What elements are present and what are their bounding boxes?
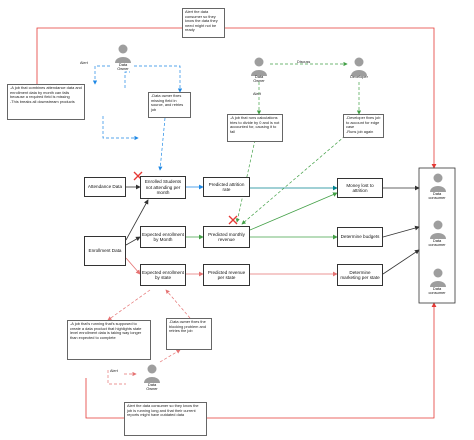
person-icon bbox=[430, 220, 446, 239]
box-predicted-monthly-revenue: Predicted monthly revenue bbox=[203, 226, 250, 248]
red-route-bottom bbox=[85, 378, 124, 419]
green-dashed-fix-to-job bbox=[241, 135, 346, 225]
label-alert-bottom: Alert bbox=[110, 369, 118, 373]
blue-dashed-loop bbox=[124, 71, 130, 88]
box-predicted-revenue-state: Predicted revenue per state bbox=[203, 264, 250, 286]
person-icon bbox=[115, 44, 131, 63]
arrow-budgets-to-consumers bbox=[382, 225, 420, 238]
consumer-group-frame bbox=[418, 167, 456, 304]
person-label-owner-bottom: Data Owner bbox=[146, 382, 158, 392]
note-bottom-alert: Alert the data consumer so they know the… bbox=[124, 402, 207, 436]
note-slow-job: -A job that's running that's supposed to… bbox=[67, 320, 151, 360]
box-money-lost: Money lost to attrition bbox=[337, 178, 383, 198]
label-discuss: Discuss bbox=[297, 60, 311, 64]
person-label-owner-top: Data Owner bbox=[117, 62, 129, 72]
arrow-enrollment-to-enrolled bbox=[125, 199, 149, 241]
box-attendance-data: Attendance Data bbox=[84, 177, 126, 197]
blue-dashed-owner-alert bbox=[92, 65, 110, 85]
pink-dashed-job-to-slow bbox=[107, 289, 151, 321]
note-calc-job: -A job that runs calculations tries to d… bbox=[227, 114, 283, 142]
pink-dashed-owner-to-fix bbox=[159, 349, 181, 363]
box-enrollment-data: Enrollment Data bbox=[84, 236, 126, 266]
note-top-alert: Alert the data consumer so they know the… bbox=[182, 8, 225, 38]
box-predicted-attrition: Predicted attrition rate bbox=[203, 177, 250, 197]
person-label-consumer-2: Data consumer bbox=[428, 238, 446, 248]
blue-dashed-fix-to-job bbox=[158, 117, 166, 171]
person-label-owner-mid: Data Owner bbox=[253, 74, 265, 84]
x-mark-icon bbox=[228, 215, 238, 225]
box-enrolled-not-attending: Enrolled Students not attending per mont… bbox=[140, 176, 186, 199]
note-owner-fixes-bottom: -Data owner fixes the blocking problem a… bbox=[166, 318, 212, 350]
person-icon bbox=[144, 364, 160, 383]
red-route-top bbox=[36, 27, 182, 84]
note-left-job: -A job that combines attendance data and… bbox=[7, 84, 85, 120]
arrow-marketing-to-consumers bbox=[382, 249, 420, 275]
box-determine-marketing: Determine marketing per state bbox=[337, 264, 383, 286]
label-alert-top: Alert bbox=[80, 61, 88, 65]
blue-dashed-left-down bbox=[102, 116, 139, 141]
person-icon bbox=[351, 57, 367, 76]
box-expected-enrollment-month: Expected enrollment by Month bbox=[140, 226, 186, 248]
box-determine-budgets: Determine budgets bbox=[337, 227, 383, 247]
red-route-bottom-to-consumers bbox=[207, 302, 437, 419]
person-icon bbox=[430, 268, 446, 287]
person-icon bbox=[251, 57, 267, 76]
person-label-developer: Developer bbox=[350, 74, 368, 79]
note-owner-fixes-top: -Data owner fixes missing field in sourc… bbox=[148, 92, 191, 118]
person-label-consumer-3: Data consumer bbox=[428, 286, 446, 296]
blue-dashed-owner-to-fix bbox=[134, 65, 183, 93]
arrow-enrollment-to-state bbox=[125, 257, 141, 275]
label-alert-mid: Alert bbox=[253, 92, 261, 96]
pink-dashed-slow-down bbox=[107, 370, 126, 385]
pink-dashed-fix-to-job bbox=[165, 289, 191, 319]
person-icon bbox=[430, 173, 446, 192]
box-expected-enrollment-state: Expected enrollment by state bbox=[140, 264, 186, 286]
red-route-top-to-consumers bbox=[225, 27, 437, 169]
arrow-revenue-to-money bbox=[249, 192, 338, 231]
arrow-enrollment-to-month bbox=[125, 236, 141, 246]
note-dev-fixes: -Developer fixes job to account for edge… bbox=[343, 114, 384, 138]
person-label-consumer-1: Data consumer bbox=[428, 191, 446, 201]
